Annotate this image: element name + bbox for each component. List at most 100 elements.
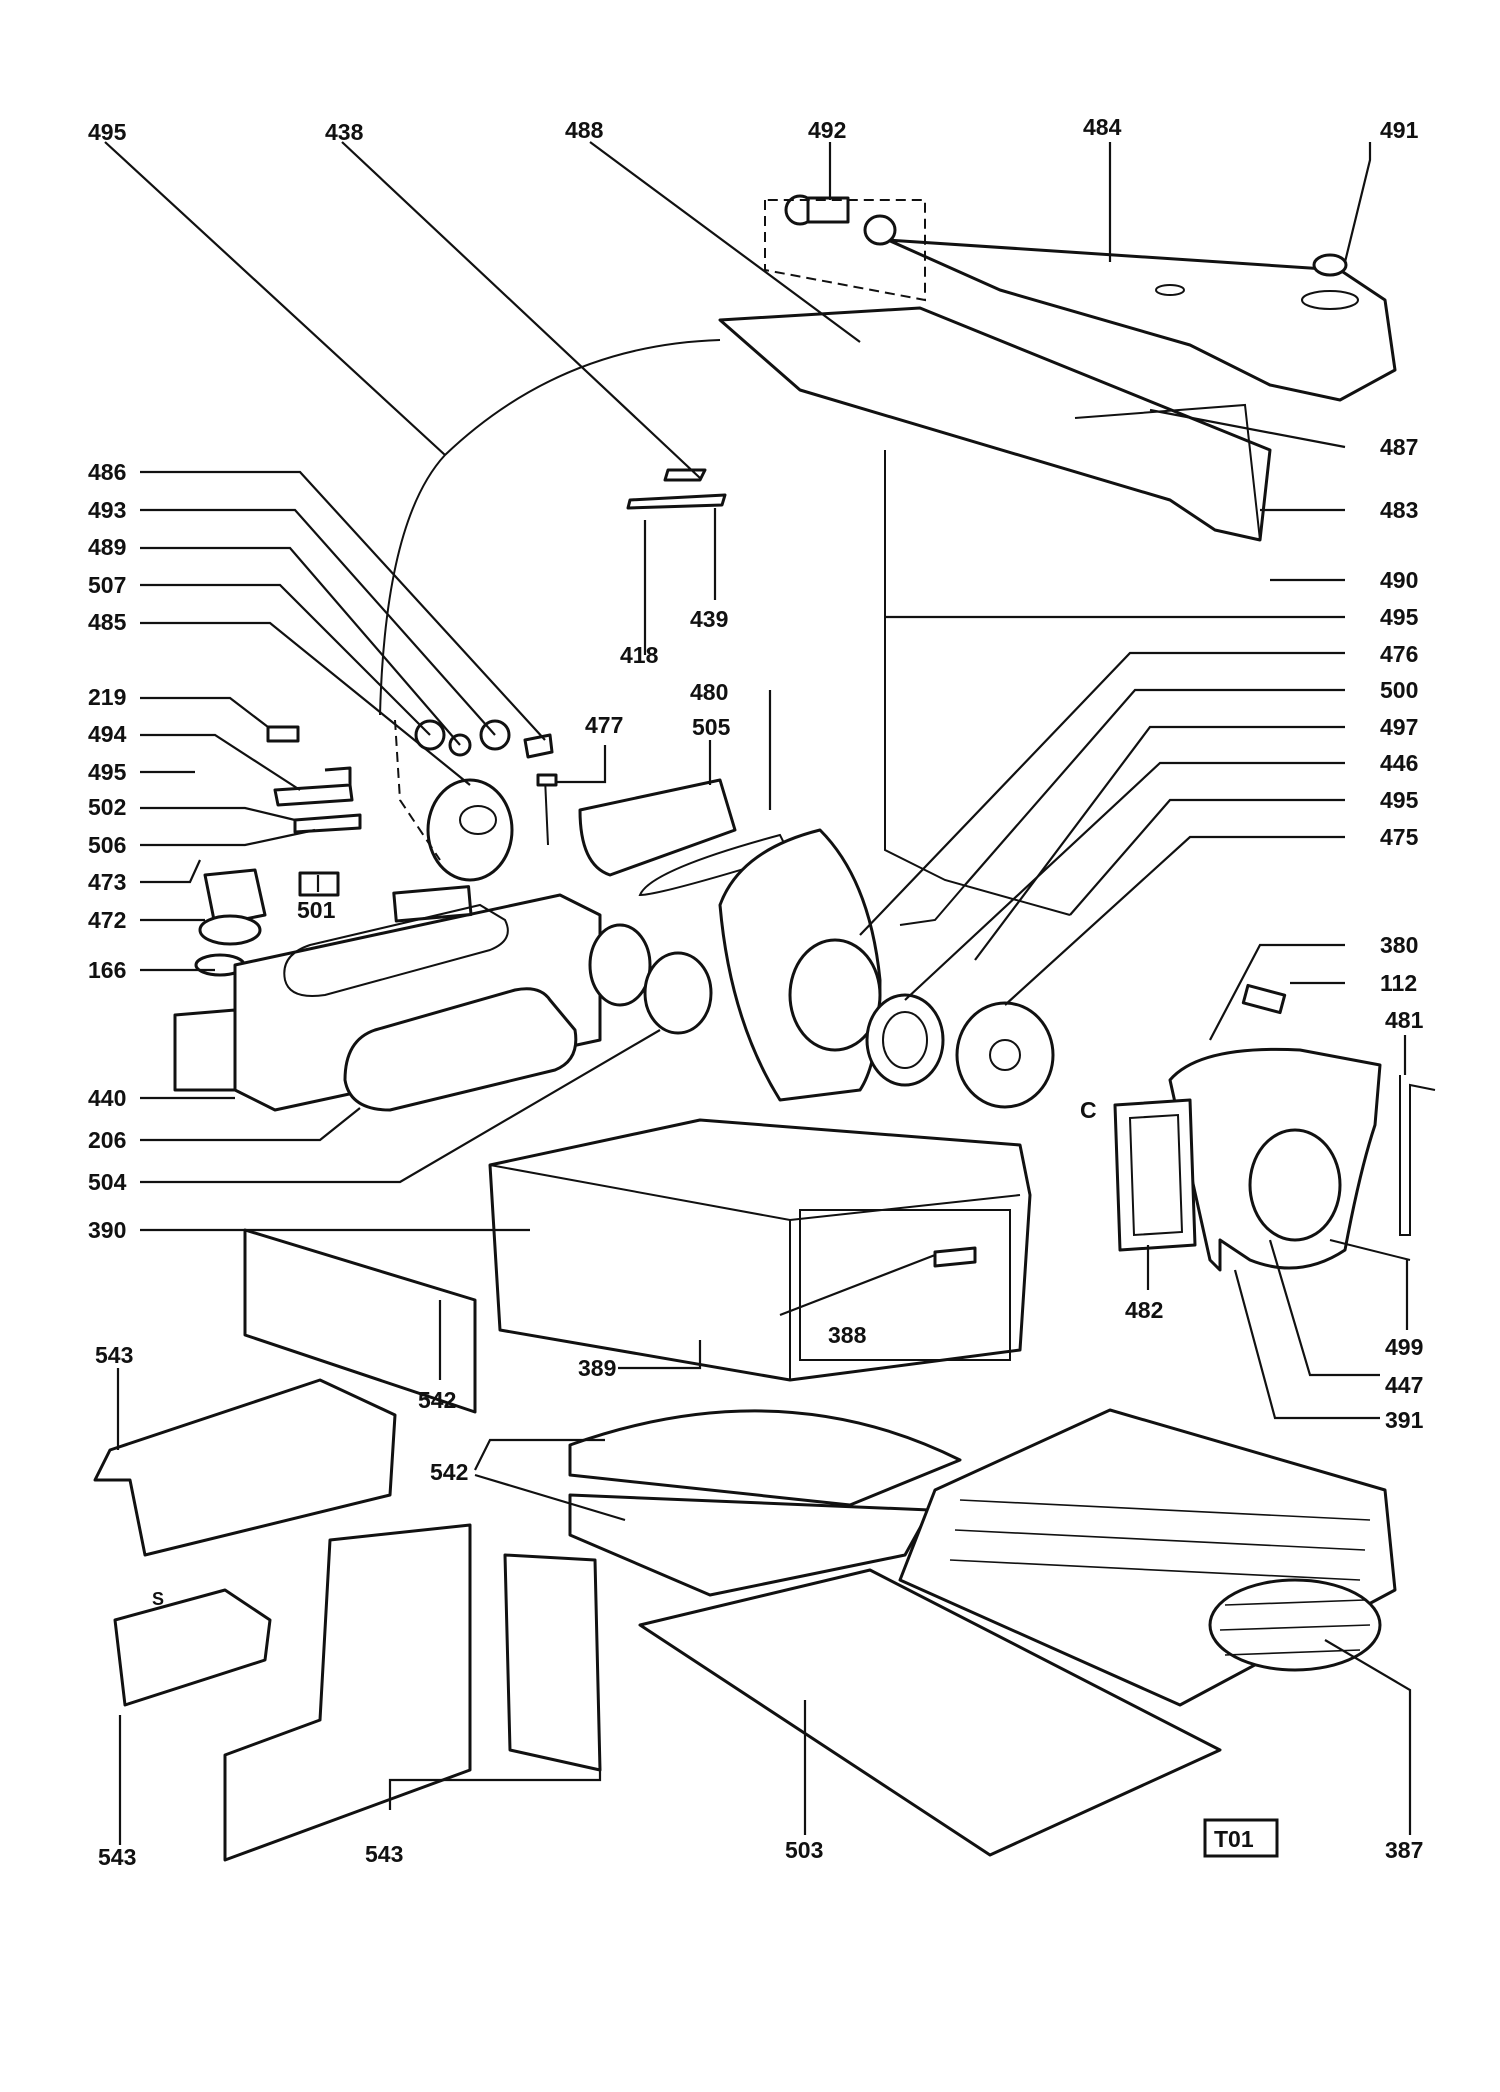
part-543-corner-block (113, 1588, 272, 1707)
callout-491: 491 (1380, 117, 1419, 143)
callout-499: 499 (1385, 1334, 1423, 1360)
callout-481: 481 (1385, 1007, 1424, 1033)
callout-493: 493 (88, 497, 126, 523)
drawing-id: T01 (1214, 1826, 1254, 1852)
leader-lines (104, 141, 1412, 1845)
part-219-switch (266, 725, 300, 743)
part-542-panel-upper (568, 1409, 962, 1507)
callout-439: 439 (690, 606, 728, 632)
part-502-plate (293, 813, 362, 834)
callout-503: 503 (785, 1837, 823, 1863)
part-542-panel-lower (568, 1493, 932, 1597)
callout-489: 489 (88, 534, 126, 560)
callout-388: 388 (828, 1322, 867, 1348)
callout-494: 494 (88, 721, 127, 747)
callout-480: 480 (690, 679, 728, 705)
part-485-thermostat-plate (426, 778, 514, 882)
part-543-vertical-block (503, 1553, 602, 1772)
callout-477: 477 (585, 712, 623, 738)
callout-495-right2: 495 (1380, 787, 1419, 813)
part-494-bracket (273, 766, 354, 807)
callout-490: 490 (1380, 567, 1418, 593)
callout-487: 487 (1380, 434, 1418, 460)
part-483-tray (718, 306, 1272, 542)
part-477-rod-head (536, 773, 558, 787)
callout-440: 440 (88, 1085, 126, 1111)
drawing-id-box: T01 (1203, 1818, 1279, 1858)
callout-501: 501 (297, 897, 336, 923)
callout-507: 507 (88, 572, 126, 598)
callout-447: 447 (1385, 1372, 1423, 1398)
part-446-fan-wheel (865, 993, 945, 1087)
callout-502: 502 (88, 794, 126, 820)
callout-483: 483 (1380, 497, 1418, 523)
callout-380: 380 (1380, 932, 1418, 958)
part-482-gasket (1113, 1098, 1197, 1252)
callout-389: 389 (578, 1355, 616, 1381)
callout-543-corner: 543 (98, 1844, 136, 1870)
part-472-actuator (198, 868, 267, 946)
callout-476: 476 (1380, 641, 1418, 667)
part-481-rod (1399, 1075, 1436, 1236)
callout-390: 390 (88, 1217, 126, 1243)
callout-219: 219 (88, 684, 126, 710)
part-503-base-plate (638, 1568, 1222, 1857)
callout-485: 485 (88, 609, 127, 635)
callout-543-side: 543 (365, 1841, 403, 1867)
callout-472: 472 (88, 907, 126, 933)
part-475-fan-hub (955, 1001, 1055, 1109)
callout-418: 418 (620, 642, 659, 668)
callout-475: 475 (1380, 824, 1419, 850)
part-380-fan-housing (1168, 1047, 1382, 1272)
part-492-valve (784, 194, 897, 246)
assembly-outline-485 (394, 719, 441, 861)
callout-495-left: 495 (88, 759, 127, 785)
callout-387: 387 (1385, 1837, 1423, 1863)
part-477-rod (544, 777, 549, 846)
callout-500: 500 (1380, 677, 1418, 703)
part-390-base-housing (488, 1118, 1032, 1382)
callout-542-panels: 542 (430, 1459, 468, 1485)
part-206-gasket (283, 903, 578, 1112)
callout-391: 391 (1385, 1407, 1424, 1433)
part-542-foam-block (243, 1228, 477, 1414)
callout-446: 446 (1380, 750, 1418, 776)
callout-497: 497 (1380, 714, 1418, 740)
callout-506: 506 (88, 832, 126, 858)
callout-112: 112 (1380, 970, 1417, 996)
part-495-capillary-right (884, 450, 1071, 916)
assembly-outline-492 (764, 199, 926, 302)
part-484-top-cover (886, 238, 1397, 402)
callout-206: 206 (88, 1127, 126, 1153)
callout-542-block: 542 (418, 1387, 456, 1413)
part-388-plate (933, 1246, 977, 1268)
callout-438: 438 (325, 119, 364, 145)
part-439-clip (626, 468, 727, 510)
callout-495-right: 495 (1380, 604, 1419, 630)
callout-473: 473 (88, 869, 126, 895)
part-499-rod (1329, 1239, 1411, 1261)
part-543-insulation-top (93, 1378, 397, 1557)
part-543-side-panel (223, 1523, 472, 1862)
part-476-blower-housing (718, 828, 882, 1102)
point-label-s: S (152, 1589, 164, 1609)
callout-504: 504 (88, 1169, 127, 1195)
callout-495-top: 495 (88, 119, 127, 145)
callout-543-top: 543 (95, 1342, 133, 1368)
callout-505: 505 (692, 714, 731, 740)
part-495-capillary-left (379, 339, 721, 716)
point-label-c: C (1080, 1097, 1097, 1123)
callout-482: 482 (1125, 1297, 1163, 1323)
part-495-capillary-branch (899, 884, 966, 926)
part-491-knob (1312, 253, 1348, 277)
callout-488: 488 (565, 117, 604, 143)
part-486-knob (523, 733, 554, 759)
part-504-o-ring (643, 951, 713, 1035)
part-112-capacitor (1241, 983, 1287, 1015)
callout-486: 486 (88, 459, 126, 485)
callout-492: 492 (808, 117, 846, 143)
callout-166: 166 (88, 957, 126, 983)
callout-484: 484 (1083, 114, 1122, 140)
part-505-cover (578, 778, 737, 877)
